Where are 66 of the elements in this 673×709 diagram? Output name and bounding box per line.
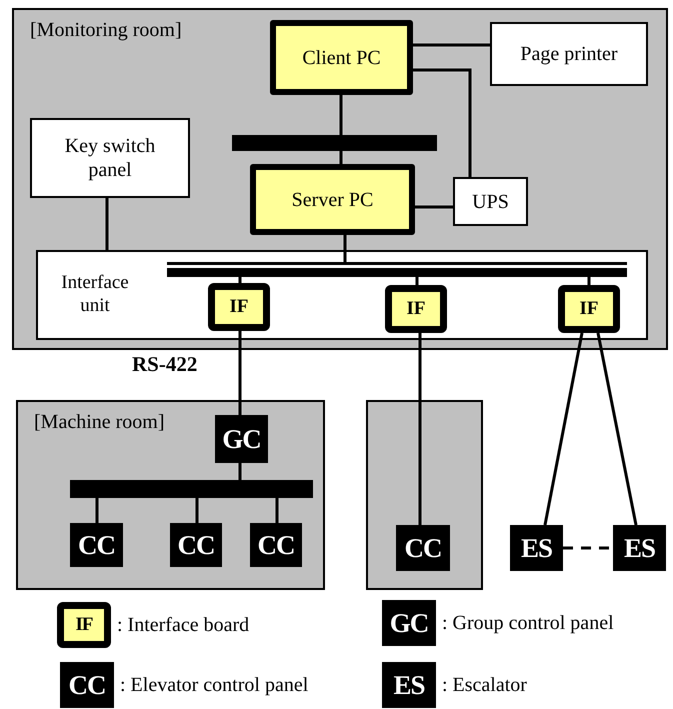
device-label: Page printer: [520, 42, 618, 66]
connector-line: [196, 498, 198, 523]
panel-label: ES: [624, 532, 656, 564]
connector-line: [415, 206, 453, 208]
panel-label: CC: [178, 528, 214, 562]
legend-text: : Group control panel: [442, 612, 614, 634]
connector-line: [340, 95, 342, 135]
connector-line: [416, 277, 418, 285]
connector-line: [276, 498, 278, 523]
device-box: [30, 118, 190, 198]
legend-text: : Interface board: [117, 614, 250, 636]
panel-box: [170, 523, 222, 567]
unit-label: Interface unit: [60, 272, 130, 318]
panel-box: [613, 525, 666, 571]
panel-box: [510, 525, 563, 571]
panel-box: [396, 525, 450, 571]
legend-sample: ES: [382, 662, 436, 708]
bus-bar: [167, 262, 627, 277]
device-label: UPS: [472, 190, 509, 214]
connector-line: [344, 235, 346, 262]
panel-box: [250, 523, 302, 567]
device-label: Client PC: [302, 46, 381, 70]
bus-bar: [232, 135, 437, 151]
panel-label: CC: [404, 532, 442, 564]
device-label: Server PC: [292, 188, 374, 212]
board-box: [558, 285, 620, 333]
computer-box: [270, 20, 413, 95]
connector-line: [544, 332, 584, 526]
connector-line: [238, 277, 242, 283]
room-box: [16, 400, 325, 590]
panel-label: GC: [222, 422, 261, 456]
connector-line: [588, 277, 590, 285]
panel-box: [70, 523, 123, 567]
panel-label: CC: [258, 528, 294, 562]
unit-box: [36, 250, 648, 340]
connector-line: [413, 44, 490, 46]
panel-label: CC: [78, 528, 115, 562]
connector-line: [413, 68, 472, 177]
board-label: IF: [580, 298, 598, 320]
device-label: Key switch panel: [64, 134, 156, 182]
room-label: [Machine room]: [34, 410, 165, 434]
room-box: [366, 400, 483, 590]
board-label: IF: [230, 296, 248, 318]
legend-sample: GC: [382, 600, 436, 646]
panel-box: [215, 415, 268, 463]
panel-label: ES: [520, 532, 552, 564]
room-label: [Monitoring room]: [30, 18, 182, 42]
connector-line: [418, 333, 422, 525]
connector-line: [340, 151, 342, 164]
room-box: [12, 8, 668, 350]
connector-line: [596, 332, 638, 526]
device-box: [453, 177, 528, 226]
connector-line: [106, 198, 108, 250]
legend-text: : Elevator control panel: [120, 674, 308, 696]
legend-sample: CC: [60, 662, 114, 708]
computer-box: [250, 164, 415, 235]
legend-text: : Escalator: [442, 674, 527, 696]
connector-line: [238, 463, 242, 480]
board-label: IF: [406, 298, 426, 320]
board-box: [385, 285, 447, 333]
bus-bar: [70, 480, 313, 498]
connector-line: [238, 331, 242, 415]
device-box: [490, 22, 648, 86]
legend-sample: IF: [57, 602, 111, 648]
connector-line: [96, 498, 98, 523]
board-box: [208, 283, 270, 331]
